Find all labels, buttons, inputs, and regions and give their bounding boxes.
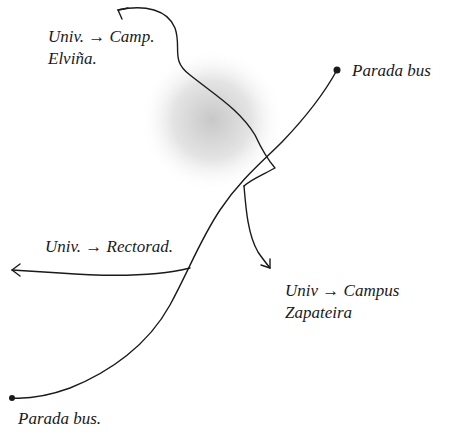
arrowhead-elvina	[118, 8, 128, 19]
bus-stop-label: Parada bus.	[18, 408, 128, 430]
arrowhead-rectorado	[12, 264, 20, 276]
arrowhead-zapateira	[261, 259, 270, 268]
route-rectorado	[12, 268, 190, 275]
destination-label: Univ. → Camp. Elviña.	[48, 26, 163, 70]
grey-smudge	[140, 48, 284, 192]
bus-stop-dot	[9, 395, 15, 401]
bus-stop-label: Parada bus	[352, 60, 444, 82]
route-main	[12, 70, 337, 398]
destination-label: Univ → Campus Zapateira	[285, 280, 425, 324]
bus-stop-dot	[334, 67, 341, 74]
route-zapateira	[244, 186, 270, 268]
destination-label: Univ. → Rectorad.	[45, 236, 185, 258]
